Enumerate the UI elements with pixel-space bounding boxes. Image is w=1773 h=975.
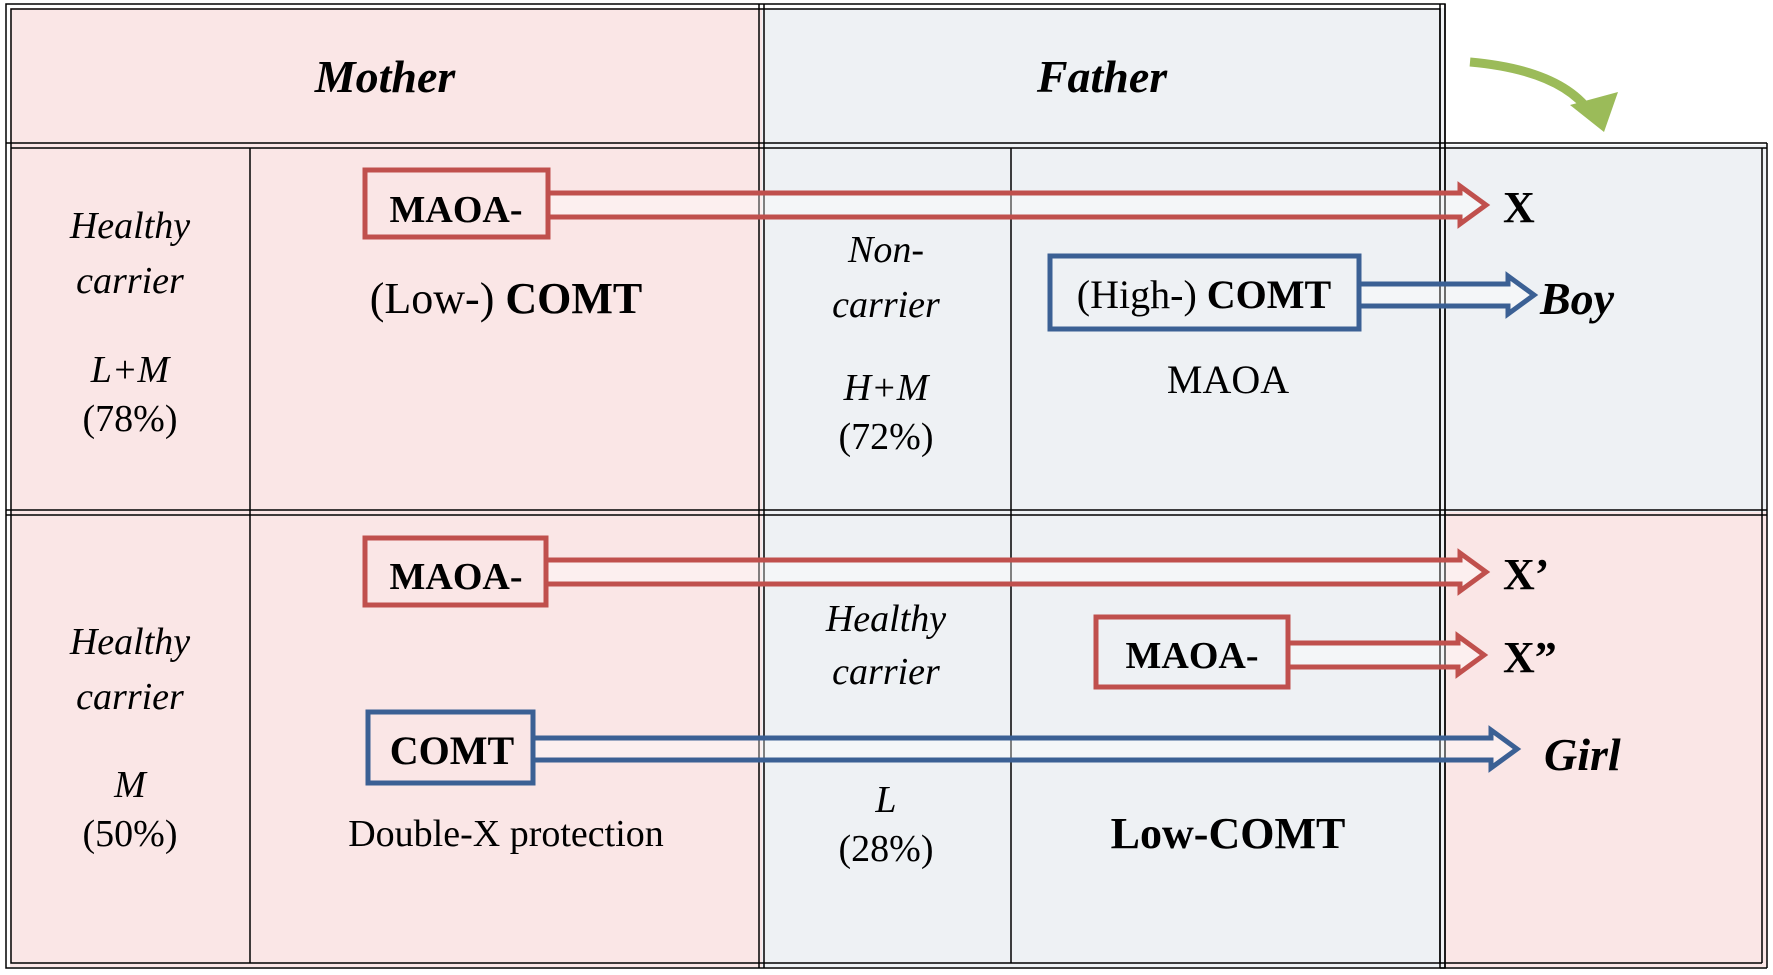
- father-top-genotype: H+M: [843, 367, 931, 409]
- cell-backgrounds: [10, 8, 1767, 967]
- mother-top-status-line1: Healthy: [69, 205, 190, 247]
- father-bottom-status: Healthy carrier L (28%): [825, 598, 946, 870]
- father-bottom-genotype: L: [874, 779, 896, 821]
- child-bottom-label: Girl: [1544, 729, 1621, 780]
- child-bottom-bg: [1445, 512, 1767, 967]
- father-header: Father: [1036, 51, 1168, 102]
- child-bottom-x1: X’: [1503, 550, 1549, 599]
- father-top-status: Non- carrier H+M (72%): [832, 229, 940, 458]
- mother-bottom-note: Double-X protection: [348, 813, 664, 855]
- mother-top-genotype: L+M: [90, 349, 172, 391]
- father-bottom-maoa-label: MAOA-: [1126, 635, 1259, 677]
- mother-top-comt-prefix: (Low-): [370, 274, 495, 323]
- father-top-maoa: MAOA: [1167, 357, 1289, 402]
- grid-lines: [5, 3, 1768, 969]
- child-top-x: X: [1503, 183, 1535, 232]
- mother-header: Mother: [314, 51, 457, 102]
- child-top-bg: [1445, 145, 1767, 512]
- mother-bottom-comt-arrow: COMT: [365, 709, 1522, 786]
- mother-top-maoa-label: MAOA-: [390, 189, 523, 231]
- mother-top-status-line2: carrier: [76, 260, 184, 302]
- mother-bottom-comt-box: [365, 709, 536, 786]
- mother-bottom-maoa-label: MAOA-: [390, 556, 523, 598]
- mother-bottom-percent: (50%): [83, 813, 178, 855]
- mother-top-maoa-box: [362, 167, 551, 240]
- father-top-status-line2: carrier: [832, 284, 940, 326]
- father-bottom-status-line2: carrier: [832, 651, 940, 693]
- mother-top-comt-suffix: COMT: [505, 274, 642, 323]
- mother-top-status: Healthy carrier L+M (78%): [69, 205, 190, 440]
- mother-bottom-maoa-box: [362, 535, 549, 608]
- mother-bottom-status: Healthy carrier M (50%): [69, 621, 190, 855]
- mother-bottom-comt-label: COMT: [390, 728, 515, 773]
- curved-arrow-icon: [1469, 57, 1618, 132]
- mother-top-maoa-arrow: MAOA-: [362, 167, 1491, 240]
- mother-bottom-status-line2: carrier: [76, 676, 184, 718]
- child-top-label: Boy: [1539, 273, 1615, 324]
- father-bottom-comt: Low-COMT: [1111, 809, 1346, 858]
- father-top-percent: (72%): [839, 416, 934, 458]
- father-bottom-percent: (28%): [839, 828, 934, 870]
- mother-top-comt: (Low-) COMT: [370, 274, 643, 323]
- father-bottom-maoa-arrow: MAOA-: [1093, 614, 1489, 690]
- father-top-comt-label: (High-) COMT: [1077, 272, 1332, 317]
- father-bottom-maoa-box: [1093, 614, 1291, 690]
- father-top-comt-arrow: (High-) COMT: [1047, 253, 1539, 332]
- mother-bottom-status-line1: Healthy: [69, 621, 190, 663]
- mother-header-bg: [10, 8, 762, 145]
- mother-bottom-genotype: M: [113, 764, 148, 806]
- father-top-status-line1: Non-: [847, 229, 924, 271]
- child-bottom-x2: X”: [1503, 633, 1557, 682]
- mother-bottom-maoa-arrow: MAOA-: [362, 535, 1491, 608]
- father-top-comt-box: [1047, 253, 1362, 332]
- mother-top-percent: (78%): [83, 398, 178, 440]
- father-top-comt-suffix: COMT: [1207, 272, 1332, 317]
- father-header-bg: [762, 8, 1445, 145]
- father-bottom-status-line1: Healthy: [825, 598, 946, 640]
- father-top-comt-prefix: (High-): [1077, 272, 1197, 317]
